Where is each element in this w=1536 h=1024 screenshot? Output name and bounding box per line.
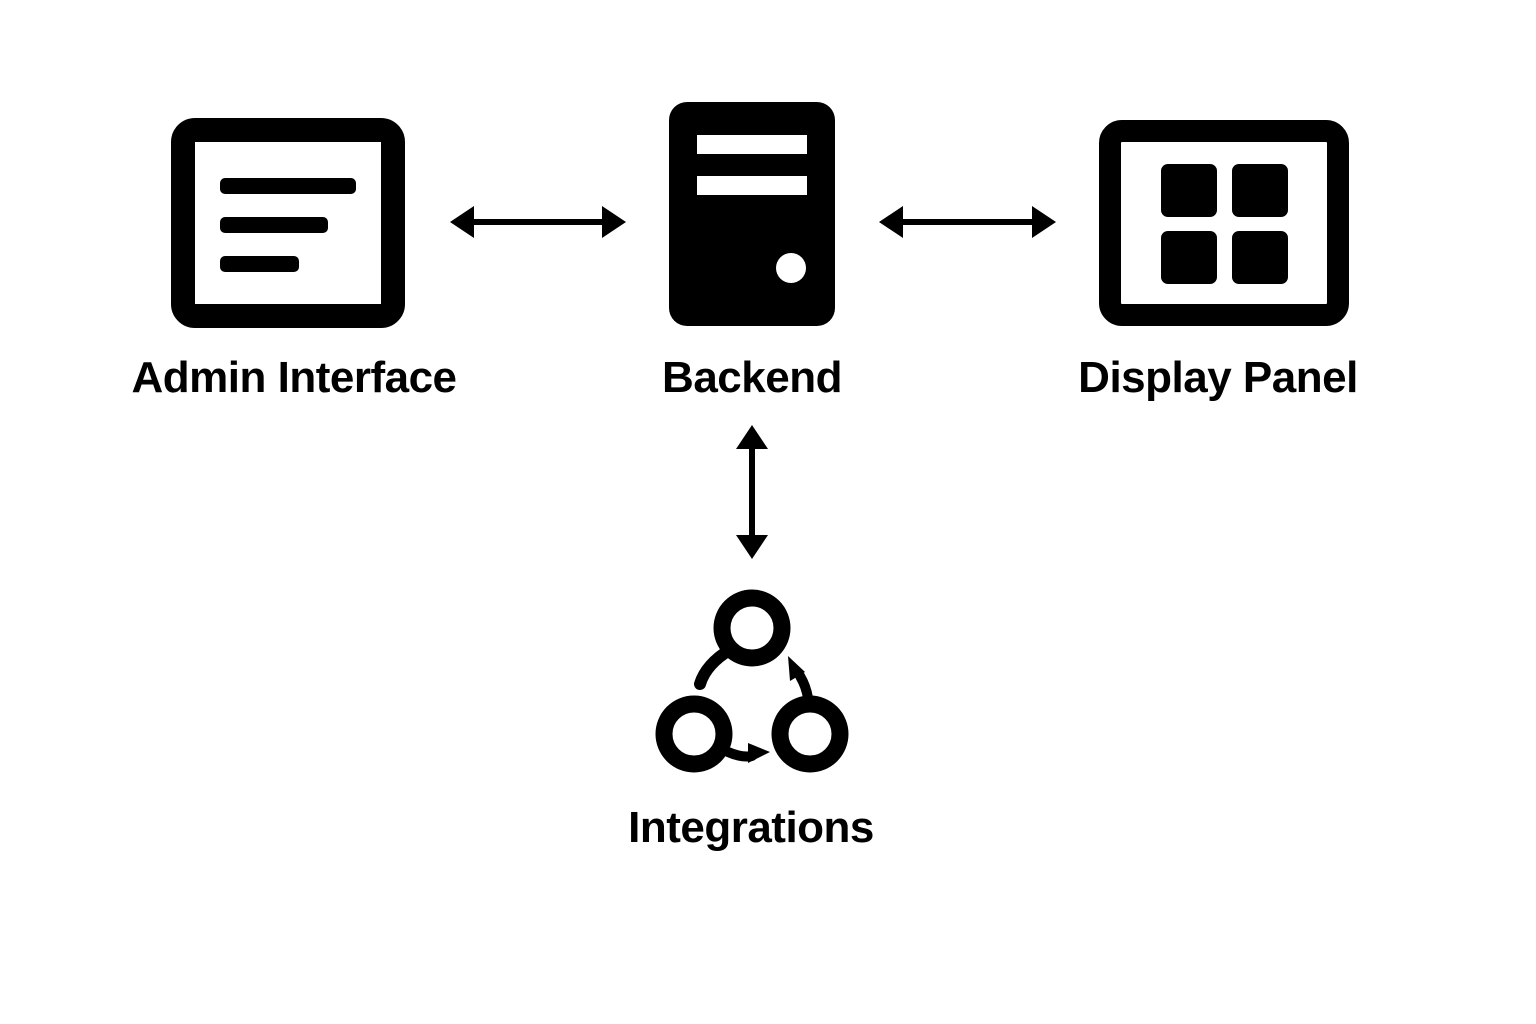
admin-interface-label: Admin Interface — [131, 353, 457, 402]
backend-label: Backend — [662, 353, 842, 402]
integrations-label: Integrations — [628, 803, 874, 852]
server-icon — [669, 102, 835, 326]
grid-window-icon — [1099, 120, 1349, 326]
arrow-backend-display — [879, 206, 1056, 238]
arrow-backend-integrations — [736, 425, 768, 559]
display-panel-label: Display Panel — [1078, 353, 1358, 402]
connected-nodes-icon — [655, 589, 849, 773]
document-window-icon — [171, 118, 405, 328]
arrow-admin-backend — [450, 206, 626, 238]
